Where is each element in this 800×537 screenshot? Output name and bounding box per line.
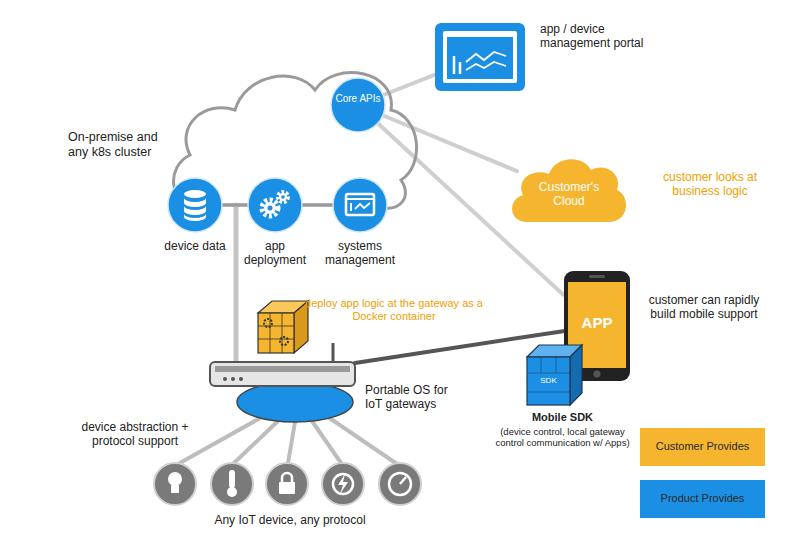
sdk-cube-shape (495, 340, 630, 470)
cluster-cloud: On-premise and any k8s cluster Core APIs d… (60, 50, 430, 285)
node-label: Core APIs (333, 93, 383, 105)
data-circle-shape (153, 177, 237, 233)
note-label: deploy app logic at the gateway as a Doc… (305, 297, 483, 323)
portal-icon: app / device management portal (430, 18, 650, 98)
connector-line (384, 75, 435, 95)
note-label: customer can rapidly build mobile suppor… (648, 293, 760, 322)
node-label: device data (153, 239, 237, 253)
node-label: Portable OS for IoT gateways (365, 383, 465, 412)
cube-label: SDK (528, 376, 569, 386)
region-label: On-premise and any k8s cluster (68, 130, 163, 160)
caption-label: Any IoT device, any protocol (160, 513, 420, 527)
legend-text: Customer Provides (640, 440, 765, 453)
node-label: app deployment (233, 239, 317, 268)
connector-line (234, 205, 239, 362)
legend-swatch: Customer Provides (640, 428, 765, 466)
node-label: app / device management portal (540, 22, 645, 51)
sdk-cube: SDK Mobile SDK (device control, local gate… (495, 340, 630, 470)
api-circle-shape (330, 77, 386, 133)
note-label: device abstraction + protocol support (70, 420, 200, 449)
node-label: APP (567, 314, 627, 332)
systems-circle-shape (318, 177, 402, 233)
legend-text: Product Provides (640, 492, 765, 505)
connector-line (384, 116, 517, 171)
deploy-circle-shape (233, 177, 317, 233)
node-label: systems management (318, 239, 402, 268)
legend-swatch: Product Provides (640, 480, 765, 518)
deploy-circle: app deployment (233, 177, 317, 277)
node-label: Customer's Cloud (525, 180, 613, 209)
data-circle: device data (153, 177, 237, 277)
api-circle: Core APIs (330, 77, 386, 133)
node-heading: Mobile SDK (495, 411, 630, 424)
customer-cloud: Customer's Cloud (505, 150, 630, 230)
systems-circle: systems management (318, 177, 402, 277)
note-label: customer looks at business logic (655, 170, 765, 199)
node-note: (device control, local gateway control c… (495, 426, 630, 449)
